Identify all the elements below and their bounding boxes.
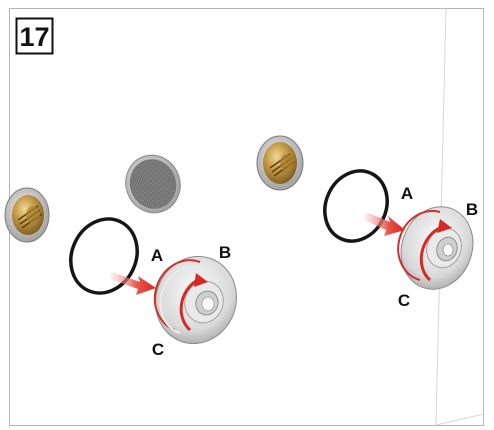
insertion-arrow-left — [110, 272, 156, 295]
left-assembly: A B C — [69, 217, 237, 359]
label-c-right: C — [398, 291, 410, 310]
cover-flange-left — [153, 255, 237, 345]
label-b-left: B — [219, 243, 231, 262]
label-b-right: B — [466, 200, 478, 219]
insertion-arrow-right — [364, 212, 405, 236]
label-a-right: A — [401, 184, 413, 203]
right-assembly: A B C — [323, 169, 478, 310]
label-c-left: C — [152, 340, 164, 359]
cover-flange-right — [397, 206, 474, 290]
rotation-arrow-right — [419, 219, 452, 282]
o-ring-seal-right — [323, 169, 389, 243]
wall-edge-line — [435, 8, 447, 426]
filter-screen — [125, 154, 181, 214]
floor-edge-line — [435, 413, 485, 426]
step-number-box: 17 — [15, 17, 54, 55]
label-a-left: A — [151, 246, 163, 265]
o-ring-seal-left — [69, 217, 139, 295]
brass-valve-fitting-right — [256, 135, 304, 191]
rotation-arrow-left — [179, 273, 208, 332]
brass-valve-fitting-left — [4, 187, 50, 243]
illustration-frame — [9, 8, 484, 426]
step-number: 17 — [19, 22, 49, 52]
